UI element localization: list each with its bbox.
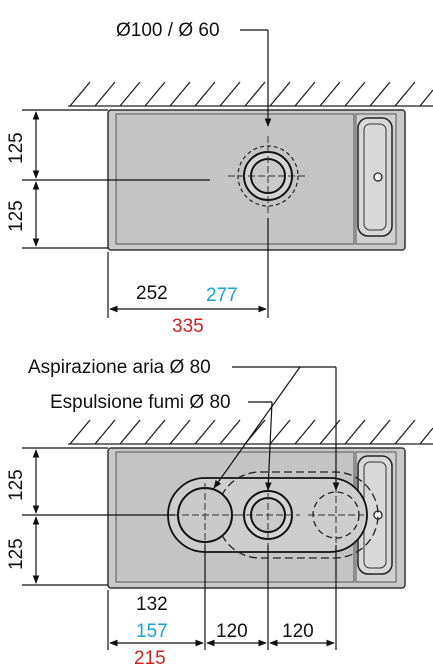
vertical-dimension-top — [22, 109, 210, 249]
side-module-top — [357, 117, 393, 237]
dim-top-upper-125: 125 — [6, 132, 27, 164]
exhaust-label: Espulsione fumi Ø 80 — [50, 392, 231, 413]
dim-bottom-upper-125: 125 — [6, 469, 27, 501]
dim-bottom-lower-125: 125 — [6, 538, 27, 570]
dim-bottom-157: 157 — [136, 621, 168, 642]
dim-top-335: 335 — [172, 316, 204, 337]
dim-top-lower-125: 125 — [6, 200, 27, 232]
dim-spacing-120-a: 120 — [216, 621, 248, 642]
dim-bottom-215: 215 — [134, 648, 166, 669]
flue-connection-icon — [228, 136, 308, 216]
horizontal-dimension-bottom — [107, 545, 337, 650]
vertical-dimension-bottom — [22, 447, 175, 586]
label-leaders-bottom — [213, 366, 340, 491]
wall-hatch-top — [68, 81, 433, 107]
alternative-port-icon — [308, 486, 364, 544]
exhaust-port-icon — [236, 483, 300, 547]
horizontal-dimension-top — [107, 218, 269, 318]
top-view: Ø100 / Ø 60 125 125 252 277 335 — [6, 20, 433, 337]
dim-top-252: 252 — [136, 283, 168, 304]
flue-label-leader — [240, 29, 272, 127]
air-intake-port-icon — [172, 483, 238, 547]
air-intake-label: Aspirazione aria Ø 80 — [28, 357, 211, 378]
dim-top-277: 277 — [206, 285, 238, 306]
bottom-view: Aspirazione aria Ø 80 Espulsione fumi Ø … — [6, 357, 433, 669]
wall-hatch-bottom — [68, 419, 433, 445]
dim-spacing-120-b: 120 — [282, 621, 314, 642]
dim-bottom-132: 132 — [136, 594, 168, 615]
flue-diameter-label: Ø100 / Ø 60 — [116, 20, 220, 41]
